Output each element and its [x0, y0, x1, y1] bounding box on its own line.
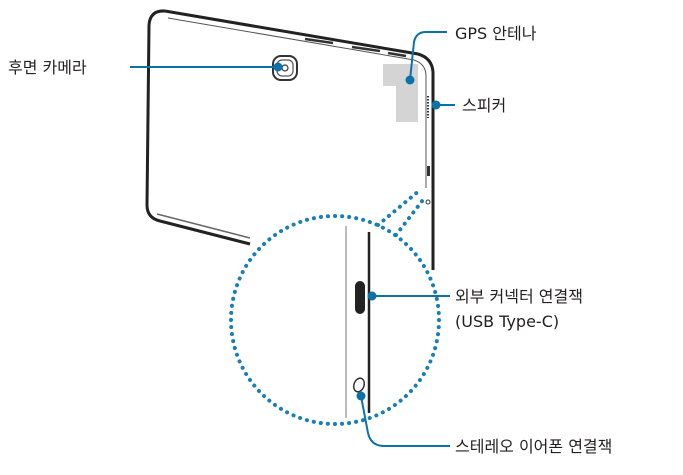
label-usb-connector: 외부 커넥터 연결잭 [455, 287, 583, 306]
label-speaker: 스피커 [462, 96, 506, 115]
label-gps-antenna: GPS 안테나 [455, 24, 537, 43]
callout-earphone [356, 391, 450, 447]
label-rear-camera: 후면 카메라 [8, 58, 87, 77]
label-earphone-jack: 스테레오 이어폰 연결잭 [455, 437, 612, 456]
magnifier-circle [229, 188, 441, 426]
label-usb-type: (USB Type-C) [455, 312, 559, 331]
callout-rear-camera [130, 62, 283, 72]
callout-gps [405, 31, 447, 85]
callout-speaker [431, 100, 455, 110]
gps-antenna-area [383, 64, 418, 122]
callout-usb [367, 291, 450, 301]
tablet-body [145, 9, 435, 270]
